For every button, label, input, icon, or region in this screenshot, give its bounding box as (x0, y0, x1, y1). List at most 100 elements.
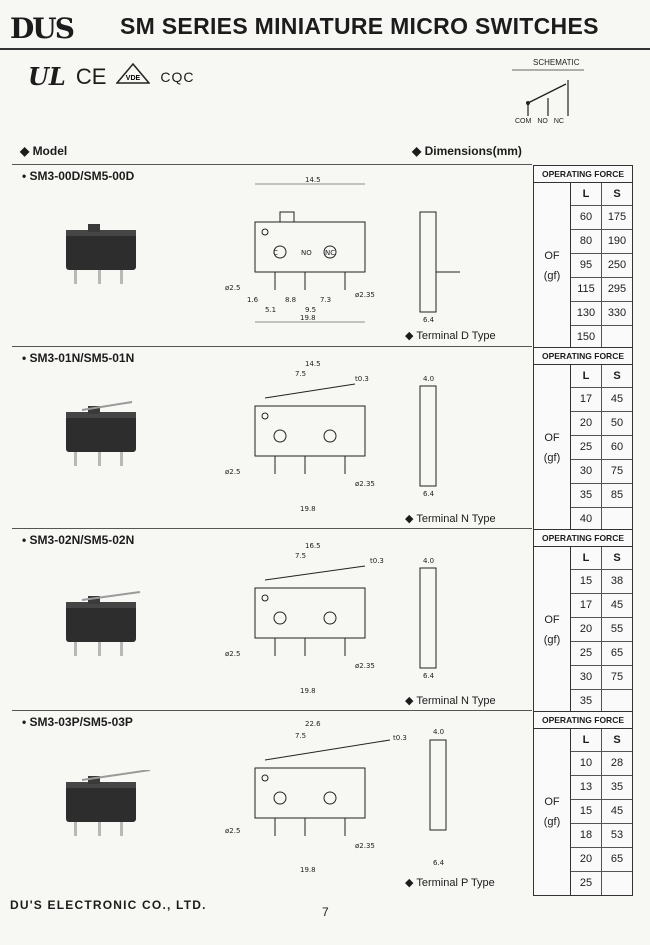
svg-text:VDE: VDE (126, 75, 141, 82)
dimensions-column-header: ◆ Dimensions(mm) (412, 144, 522, 158)
col-l-header: L (571, 183, 602, 205)
svg-text:ø2.5: ø2.5 (225, 284, 240, 292)
svg-text:1.6: 1.6 (247, 296, 259, 304)
svg-text:7.5: 7.5 (295, 732, 306, 740)
schematic-terminals: COM NO NC (515, 118, 564, 125)
svg-text:7.5: 7.5 (295, 552, 306, 560)
drawing-terminal-n-1: 14.5 7.5 t0.3 19.8 ø2.5 ø2.35 4.0 6.4 (225, 360, 437, 513)
company-logo: DUS (10, 12, 75, 45)
of-label: OF(gf) (534, 547, 571, 713)
svg-text:6.4: 6.4 (423, 672, 435, 680)
page-number: 7 (322, 905, 329, 919)
table-row: 40 (571, 508, 632, 531)
svg-text:7.3: 7.3 (320, 296, 331, 304)
ul-mark: UL (28, 62, 66, 91)
svg-text:19.8: 19.8 (300, 687, 316, 695)
svg-text:4.0: 4.0 (433, 728, 444, 736)
schematic-nc-label: NC (553, 118, 564, 125)
svg-text:ø2.35: ø2.35 (355, 291, 375, 299)
switch-photo-n-type (66, 401, 136, 466)
col-l-header: L (571, 365, 602, 387)
svg-text:22.6: 22.6 (305, 720, 321, 728)
page-title: SM SERIES MINIATURE MICRO SWITCHES (120, 13, 599, 39)
svg-text:6.4: 6.4 (423, 490, 435, 498)
of-label: OF(gf) (534, 365, 571, 531)
svg-text:t0.3: t0.3 (355, 375, 369, 383)
col-s-header: S (613, 370, 621, 382)
drawing-terminal-p: 22.6 7.5 t0.3 19.8 ø2.5 ø2.35 4.0 6.4 (225, 720, 447, 874)
schematic-no-label: NO (537, 118, 548, 125)
switch-photo-n-type-long (66, 591, 141, 656)
svg-text:9.5: 9.5 (305, 306, 316, 314)
svg-text:6.4: 6.4 (433, 859, 445, 867)
table-row: 25 (571, 872, 632, 895)
operating-force-title: OPERATING FORCE (534, 712, 632, 729)
model-name-3: • SM3-02N/SM5-02N (22, 533, 135, 547)
svg-text:ø2.35: ø2.35 (355, 480, 375, 488)
svg-text:7.5: 7.5 (295, 370, 306, 378)
table-row: 150 (571, 326, 632, 349)
model-name-1: • SM3-00D/SM5-00D (22, 169, 135, 183)
of-label: OF(gf) (534, 183, 571, 349)
company-footer: DU'S ELECTRONIC CO., LTD. (10, 898, 207, 912)
section-divider (12, 346, 532, 347)
svg-text:16.5: 16.5 (305, 542, 321, 550)
operating-force-title: OPERATING FORCE (534, 166, 632, 183)
svg-text:4.0: 4.0 (423, 375, 434, 383)
svg-text:ø2.5: ø2.5 (225, 468, 240, 476)
header-divider (0, 48, 650, 50)
svg-text:NC: NC (325, 249, 335, 257)
svg-text:4.0: 4.0 (423, 557, 434, 565)
section-divider (12, 710, 532, 711)
svg-text:19.8: 19.8 (300, 314, 316, 322)
schematic-label: SCHEMATIC (533, 58, 580, 67)
ce-mark: CE (75, 63, 107, 89)
terminal-type-2: ◆ Terminal N Type (405, 513, 496, 525)
table-row: 35 (571, 690, 632, 713)
svg-text:19.8: 19.8 (300, 505, 316, 513)
svg-text:C: C (273, 249, 278, 257)
svg-text:ø2.5: ø2.5 (225, 650, 240, 658)
switch-photo-p-type (66, 770, 151, 836)
col-s-header: S (613, 734, 621, 746)
terminal-type-3: ◆ Terminal N Type (405, 695, 496, 707)
model-name-2: • SM3-01N/SM5-01N (22, 351, 135, 365)
operating-force-title: OPERATING FORCE (534, 530, 632, 547)
of-label: OF(gf) (534, 729, 571, 895)
col-l-header: L (571, 729, 602, 751)
model-name-4: • SM3-03P/SM5-03P (22, 715, 133, 729)
svg-text:19.8: 19.8 (300, 866, 316, 874)
svg-text:NO: NO (301, 249, 312, 257)
svg-text:ø2.35: ø2.35 (355, 842, 375, 850)
terminal-type-4: ◆ Terminal P Type (405, 877, 495, 889)
col-l-header: L (571, 547, 602, 569)
svg-text:14.5: 14.5 (305, 176, 321, 184)
schematic-com-label: COM (515, 118, 532, 125)
svg-text:14.5: 14.5 (305, 360, 321, 368)
svg-text:6.4: 6.4 (423, 316, 435, 324)
section-divider (12, 528, 532, 529)
svg-text:t0.3: t0.3 (393, 734, 407, 742)
drawing-terminal-n-2: 16.5 7.5 t0.3 19.8 ø2.5 ø2.35 4.0 6.4 (225, 542, 437, 695)
